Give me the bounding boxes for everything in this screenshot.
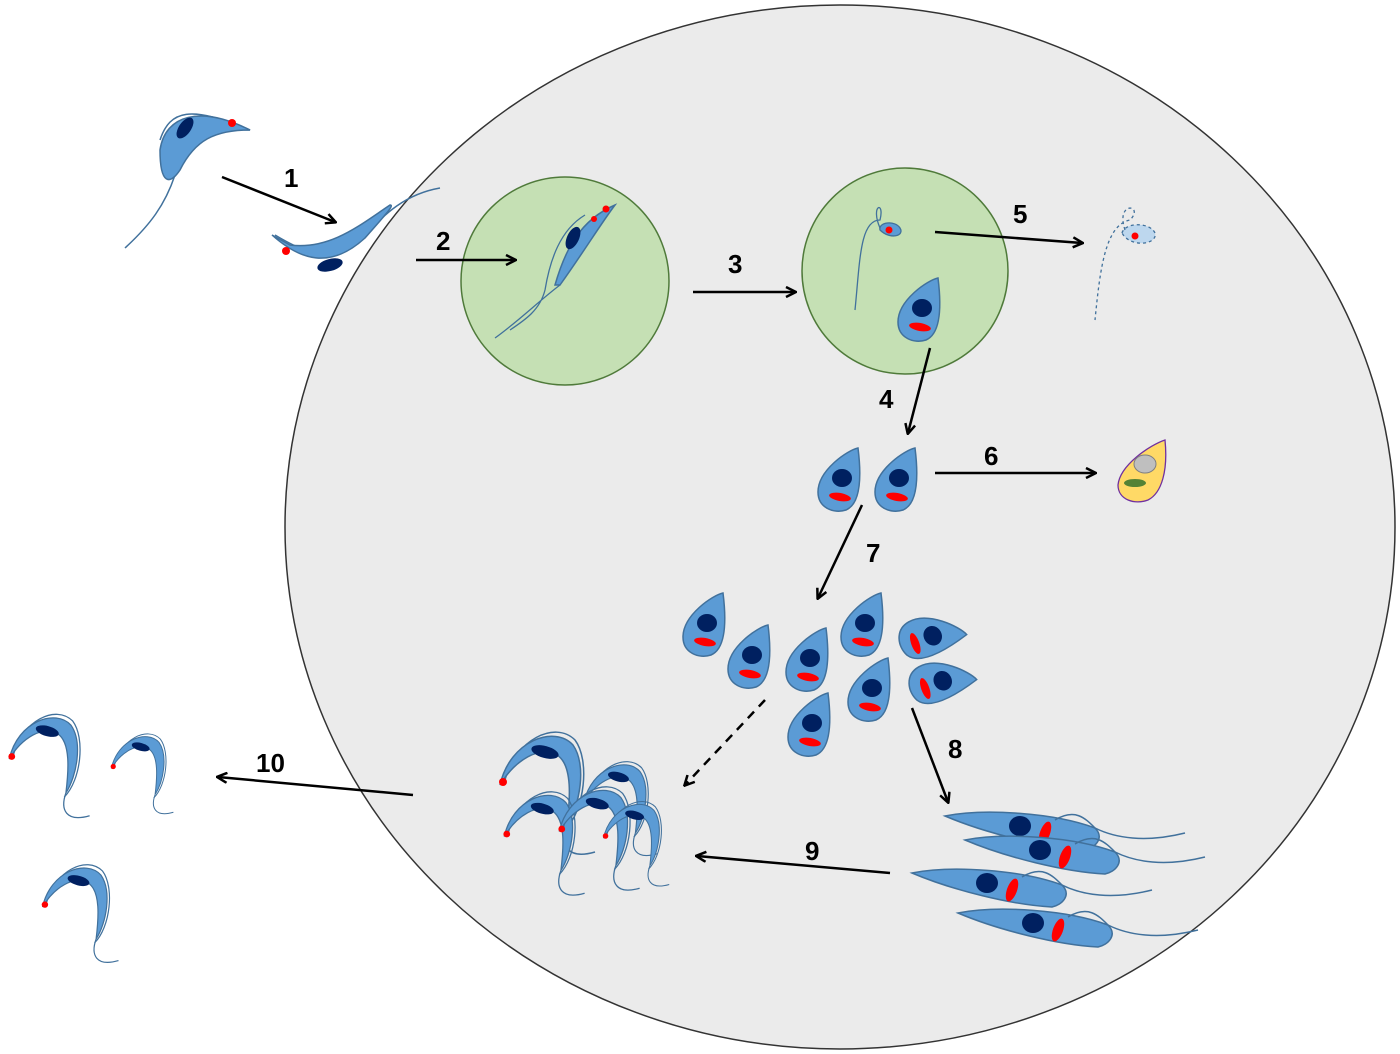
vacuole-2 (801, 167, 1009, 375)
step-label-6: 6 (984, 441, 998, 471)
step-label-8: 8 (948, 734, 962, 764)
internalized-trypomastigote (494, 203, 618, 339)
arrow-step-9 (697, 856, 891, 875)
host-cell (284, 4, 1396, 1050)
step-label-3: 3 (728, 249, 742, 279)
arrow-dashed-direct (685, 699, 766, 785)
dead-amastigote (1117, 439, 1167, 503)
transforming-parasite (854, 207, 902, 311)
attaching-trypomastigote (271, 187, 441, 272)
arrow-step-10 (218, 777, 414, 797)
released-trypomastigote (7, 713, 91, 819)
step-label-9: 9 (805, 836, 819, 866)
arrow-step-1 (221, 175, 335, 222)
released-trypomastigote (40, 864, 120, 964)
step-label-2: 2 (436, 226, 450, 256)
step-label-10: 10 (256, 748, 285, 778)
arrow-step-7 (818, 504, 864, 598)
arrow-step-8 (910, 707, 948, 802)
step-label-5: 5 (1013, 199, 1027, 229)
step-label-4: 4 (879, 384, 894, 414)
step-label-7: 7 (866, 538, 880, 568)
released-trypomastigote (109, 733, 175, 815)
arrow-step-5 (934, 230, 1082, 243)
degraded-parasite (1094, 207, 1156, 321)
arrow-step-4 (908, 347, 932, 433)
metacyclic-trypomastigote (124, 113, 251, 249)
step-label-1: 1 (284, 163, 298, 193)
vacuole-1 (460, 176, 670, 386)
